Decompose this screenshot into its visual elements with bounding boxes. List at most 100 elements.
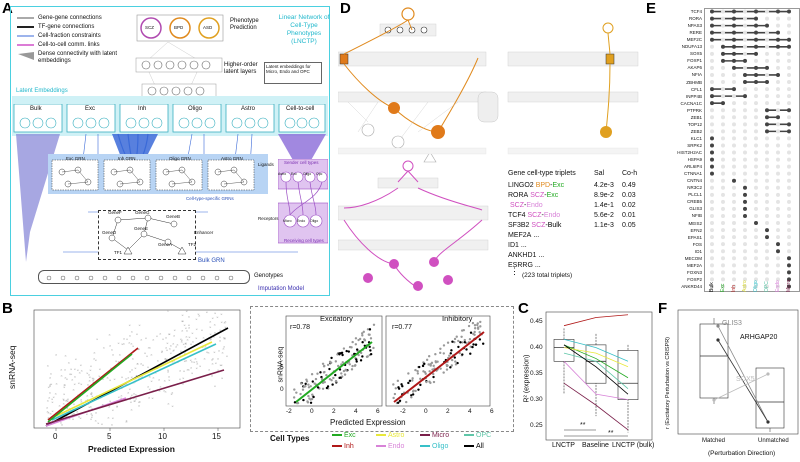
scatter-point: × bbox=[214, 384, 217, 389]
dot bbox=[710, 51, 714, 56]
dot bbox=[765, 242, 769, 247]
dot bbox=[765, 256, 769, 261]
legend-item: Endo bbox=[376, 443, 404, 450]
dot bbox=[787, 51, 791, 56]
inh-point bbox=[432, 375, 435, 379]
dot bbox=[743, 115, 747, 120]
imputation-label: Imputation Model bbox=[258, 286, 305, 292]
inh-point bbox=[453, 356, 456, 359]
dot bbox=[732, 65, 736, 70]
scatter-point: × bbox=[219, 328, 222, 333]
exc-point bbox=[311, 393, 314, 396]
scatter-point: × bbox=[185, 358, 188, 363]
dot bbox=[743, 58, 747, 63]
dot bbox=[787, 143, 791, 148]
dot bbox=[710, 108, 714, 113]
legend-swatches bbox=[17, 17, 34, 60]
scatter-point: × bbox=[87, 382, 90, 387]
inh-point bbox=[476, 327, 480, 330]
scatter-point: × bbox=[64, 367, 67, 372]
scatter-point: × bbox=[218, 348, 221, 353]
scatter-point: × bbox=[112, 407, 115, 412]
scatter-point: × bbox=[61, 422, 64, 427]
inh-point bbox=[429, 362, 432, 366]
scatter-point: × bbox=[185, 308, 188, 313]
scatter-point: × bbox=[130, 374, 133, 379]
inh-point bbox=[400, 383, 403, 386]
dot bbox=[765, 206, 769, 211]
scatter-point: × bbox=[165, 356, 168, 361]
triplet-coh: 0.01 bbox=[622, 212, 636, 219]
dot bbox=[710, 87, 714, 92]
dot bbox=[776, 185, 780, 190]
dot bbox=[743, 94, 747, 99]
scatter-point: × bbox=[110, 365, 113, 370]
dot bbox=[721, 256, 725, 261]
scatter-point: × bbox=[168, 331, 171, 336]
scatter-point: × bbox=[90, 416, 93, 421]
exc-point bbox=[345, 349, 348, 353]
exc-point bbox=[296, 401, 300, 405]
scatter-point: × bbox=[135, 396, 138, 401]
scatter-point: × bbox=[91, 394, 94, 399]
scatter-point: × bbox=[188, 314, 191, 319]
dot bbox=[765, 80, 769, 85]
exc-point bbox=[316, 372, 319, 375]
dot bbox=[754, 164, 758, 169]
scatter-point: × bbox=[213, 350, 216, 355]
exc-ylabel: snRNA-seq bbox=[277, 346, 285, 383]
triplet-celltype: Exc bbox=[552, 182, 565, 189]
dot bbox=[787, 9, 791, 14]
scatter-point: × bbox=[171, 390, 174, 395]
dot bbox=[776, 136, 780, 141]
zoom-box bbox=[250, 306, 514, 432]
exc-point bbox=[361, 334, 364, 337]
scatter-point: × bbox=[220, 319, 223, 324]
inh-point bbox=[460, 335, 463, 338]
dot bbox=[754, 37, 758, 42]
scatter-point: × bbox=[91, 390, 94, 395]
gene-b-1: GeneB bbox=[166, 214, 181, 219]
dot bbox=[710, 284, 714, 289]
exc-point bbox=[372, 323, 376, 326]
scatter-point: × bbox=[133, 396, 136, 401]
dot bbox=[743, 51, 747, 56]
dot bbox=[721, 143, 725, 148]
scatter-point: × bbox=[152, 375, 155, 380]
dot bbox=[710, 242, 714, 247]
exc-point bbox=[307, 386, 311, 389]
dot bbox=[743, 136, 747, 141]
celltype-boxes: Bulk Exc Inh Oligo Astro Cell-to-cell bbox=[12, 104, 328, 134]
dot bbox=[721, 51, 725, 56]
panel-d-networks bbox=[338, 7, 639, 291]
triplet-disorder: SCZ bbox=[527, 212, 542, 219]
scatter-point: × bbox=[165, 357, 168, 362]
legend-gene-gene: Gene-gene connections bbox=[38, 15, 102, 21]
scatter-point: × bbox=[175, 344, 178, 349]
scatter-point: × bbox=[181, 318, 184, 323]
scatter-point: × bbox=[171, 404, 174, 409]
scatter-point: × bbox=[55, 381, 58, 386]
dot bbox=[743, 143, 747, 148]
c-ylabel: R² (expression) bbox=[523, 354, 531, 403]
dot bbox=[743, 108, 747, 113]
dot bbox=[754, 108, 758, 113]
scatter-point: × bbox=[129, 333, 132, 338]
inh-point bbox=[455, 335, 458, 338]
exc-xtick-2: 2 bbox=[332, 408, 336, 415]
dot bbox=[776, 242, 780, 247]
scatter-point: × bbox=[63, 391, 66, 396]
scatter-point: × bbox=[128, 340, 131, 345]
scatter-point: × bbox=[60, 420, 63, 425]
exc-point bbox=[325, 373, 328, 377]
box-unmatched bbox=[755, 367, 785, 429]
exc-point bbox=[340, 372, 343, 375]
dot bbox=[721, 249, 725, 254]
dot bbox=[787, 129, 791, 134]
scatter-point: × bbox=[149, 345, 152, 350]
dot bbox=[787, 178, 791, 183]
gene-label: FOS bbox=[692, 241, 702, 247]
scatter-point: × bbox=[115, 358, 118, 363]
exc-scatter bbox=[285, 315, 383, 407]
scatter-point: × bbox=[158, 377, 161, 382]
